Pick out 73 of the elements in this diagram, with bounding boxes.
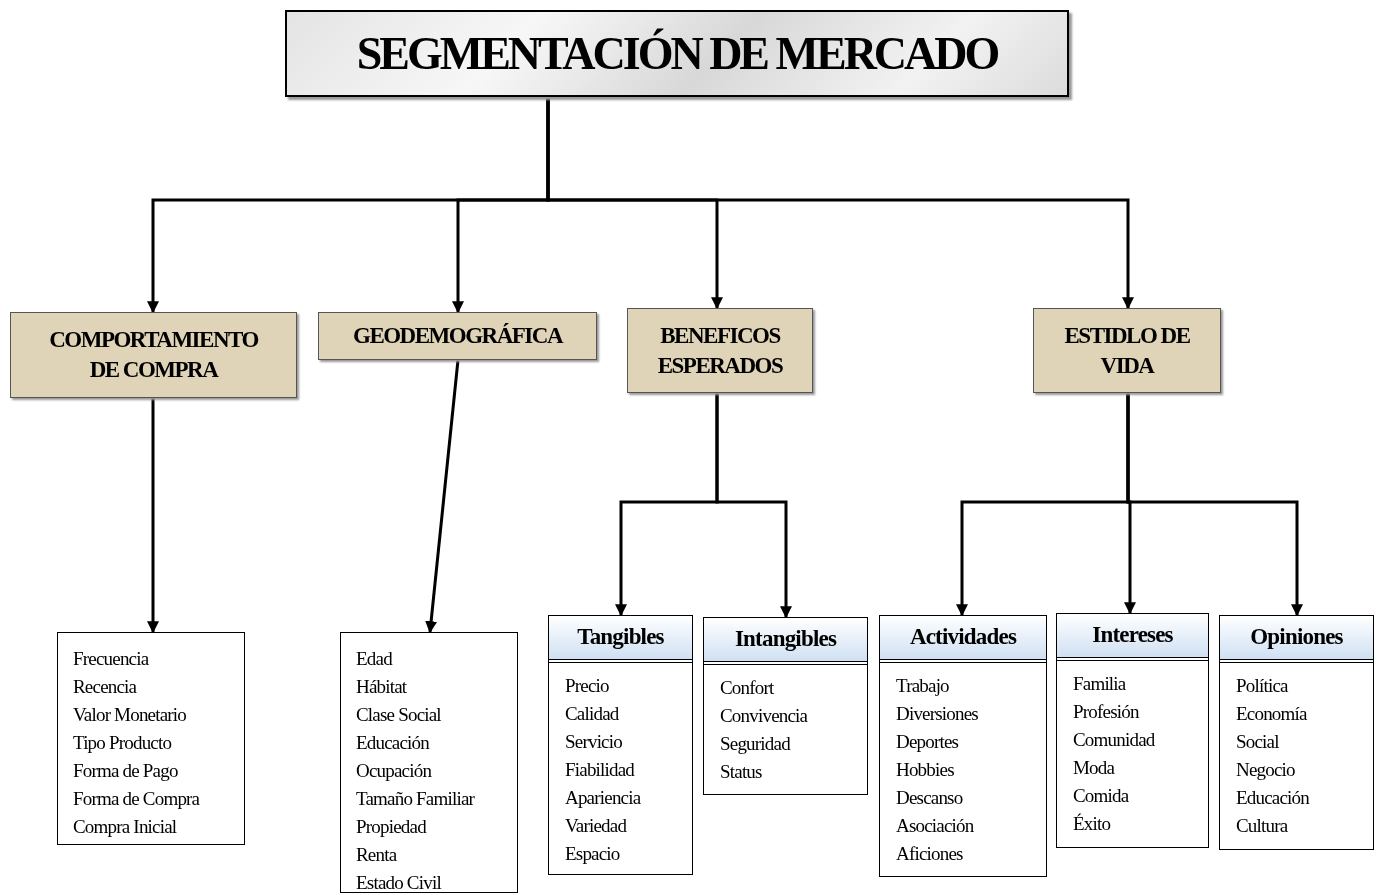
category-label: COMPORTAMIENTO DE COMPRA <box>48 326 260 384</box>
category-box <box>1033 308 1221 393</box>
list-item: Valor Monetario <box>73 703 188 727</box>
list-item: Política <box>1236 674 1289 698</box>
category-card <box>703 617 868 795</box>
list-item: Variedad <box>565 814 628 838</box>
arrow <box>546 97 1134 310</box>
category-card <box>879 615 1047 877</box>
arrow <box>1126 393 1303 617</box>
category-card <box>1056 613 1209 848</box>
category-box <box>318 312 597 360</box>
list-item: Clase Social <box>356 703 442 727</box>
list-item: Éxito <box>1073 812 1112 836</box>
list-item: Comunidad <box>1073 728 1156 752</box>
list-item: Trabajo <box>896 674 950 698</box>
category-card <box>548 615 693 875</box>
category-label: GEODEMOGRÁFICA <box>353 322 562 350</box>
category-label: ESTIDLO DE VIDA <box>1063 321 1191 380</box>
list-item: Profesión <box>1073 700 1140 724</box>
category-box <box>627 308 813 393</box>
arrow <box>425 359 460 634</box>
list-item: Forma de Pago <box>73 759 179 783</box>
list-item: Espacio <box>565 842 621 866</box>
list-item: Propiedad <box>356 815 428 839</box>
list-item: Fiabilidad <box>565 758 636 782</box>
list-item: Calidad <box>565 702 620 726</box>
list-item: Apariencia <box>565 786 642 810</box>
list-item: Economía <box>1236 702 1308 726</box>
list-item: Estado Civil <box>356 871 443 895</box>
card-heading: Intangibles <box>704 618 867 665</box>
list-item: Precio <box>565 674 610 698</box>
list-box <box>57 632 245 845</box>
list-item: Social <box>1236 730 1280 754</box>
title-box <box>285 10 1069 97</box>
list-item: Cultura <box>1236 814 1289 838</box>
list-item: Recencia <box>73 675 138 699</box>
list-item: Hobbies <box>896 758 955 782</box>
card-heading: Tangibles <box>549 616 692 663</box>
list-item: Negocio <box>1236 758 1296 782</box>
category-card <box>1219 615 1374 850</box>
list-item: Tipo Producto <box>73 731 173 755</box>
list-item: Status <box>720 760 763 784</box>
list-item: Seguridad <box>720 732 792 756</box>
list-box <box>340 632 518 893</box>
list-item: Moda <box>1073 756 1116 780</box>
list-item: Frecuencia <box>73 647 150 671</box>
list-item: Educación <box>1236 786 1311 810</box>
list-item: Educación <box>356 731 431 755</box>
list-item: Ocupación <box>356 759 433 783</box>
card-heading: Actividades <box>880 616 1046 663</box>
list-item: Diversiones <box>896 702 979 726</box>
list-item: Asociación <box>896 814 975 838</box>
list-item: Comida <box>1073 784 1130 808</box>
list-item: Forma de Compra <box>73 787 201 811</box>
card-heading: Intereses <box>1057 614 1208 661</box>
list-item: Convivencia <box>720 704 809 728</box>
list-item: Hábitat <box>356 675 408 699</box>
list-item: Confort <box>720 676 775 700</box>
node-label: SEGMENTACIÓN DE MERCADO <box>356 27 998 81</box>
arrow <box>147 398 159 634</box>
list-item: Aficiones <box>896 842 964 866</box>
list-item: Descanso <box>896 786 964 810</box>
arrow <box>715 393 792 619</box>
list-item: Servicio <box>565 730 623 754</box>
list-item: Tamaño Familiar <box>356 787 476 811</box>
category-label: BENEFICOS ESPERADOS <box>656 321 784 380</box>
list-item: Familia <box>1073 672 1127 696</box>
list-item: Deportes <box>896 730 960 754</box>
list-item: Renta <box>356 843 398 867</box>
card-heading: Opiniones <box>1220 616 1373 663</box>
list-item: Compra Inicial <box>73 815 178 839</box>
category-box <box>10 312 297 398</box>
list-item: Edad <box>356 647 394 671</box>
